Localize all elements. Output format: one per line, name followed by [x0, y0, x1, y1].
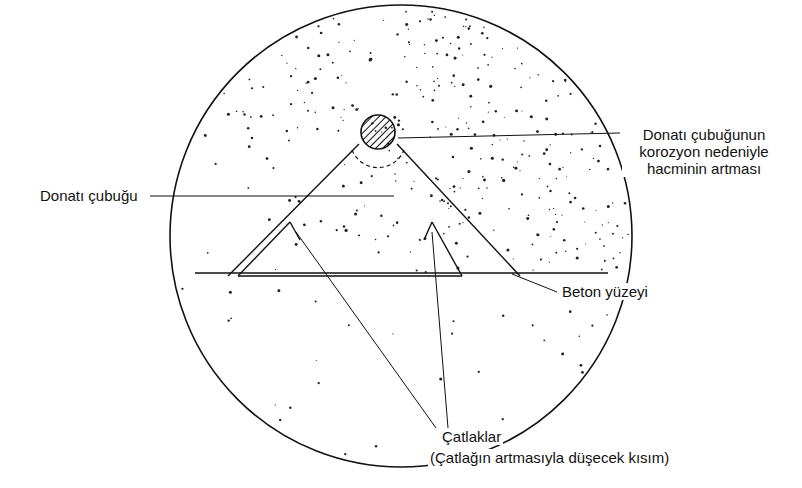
- part-label: Beton yüzeyi: [560, 283, 650, 300]
- detail-circle: [170, 5, 632, 467]
- cracks: [228, 144, 520, 276]
- note-label: (Çatlağın artmasıyla düşecek kısım): [428, 449, 671, 466]
- part-label: Donatı çubuğu: [38, 187, 140, 204]
- expanded-volume: [352, 150, 404, 168]
- leader-lines: [150, 133, 620, 428]
- rebar-section: [361, 115, 395, 149]
- concrete-surface: [195, 272, 608, 273]
- aggregate-texture: [181, 11, 629, 456]
- part-label: Donatı çubuğunun korozyon nedeniyle hacm…: [622, 126, 786, 177]
- part-label: Çatlaklar: [440, 428, 503, 445]
